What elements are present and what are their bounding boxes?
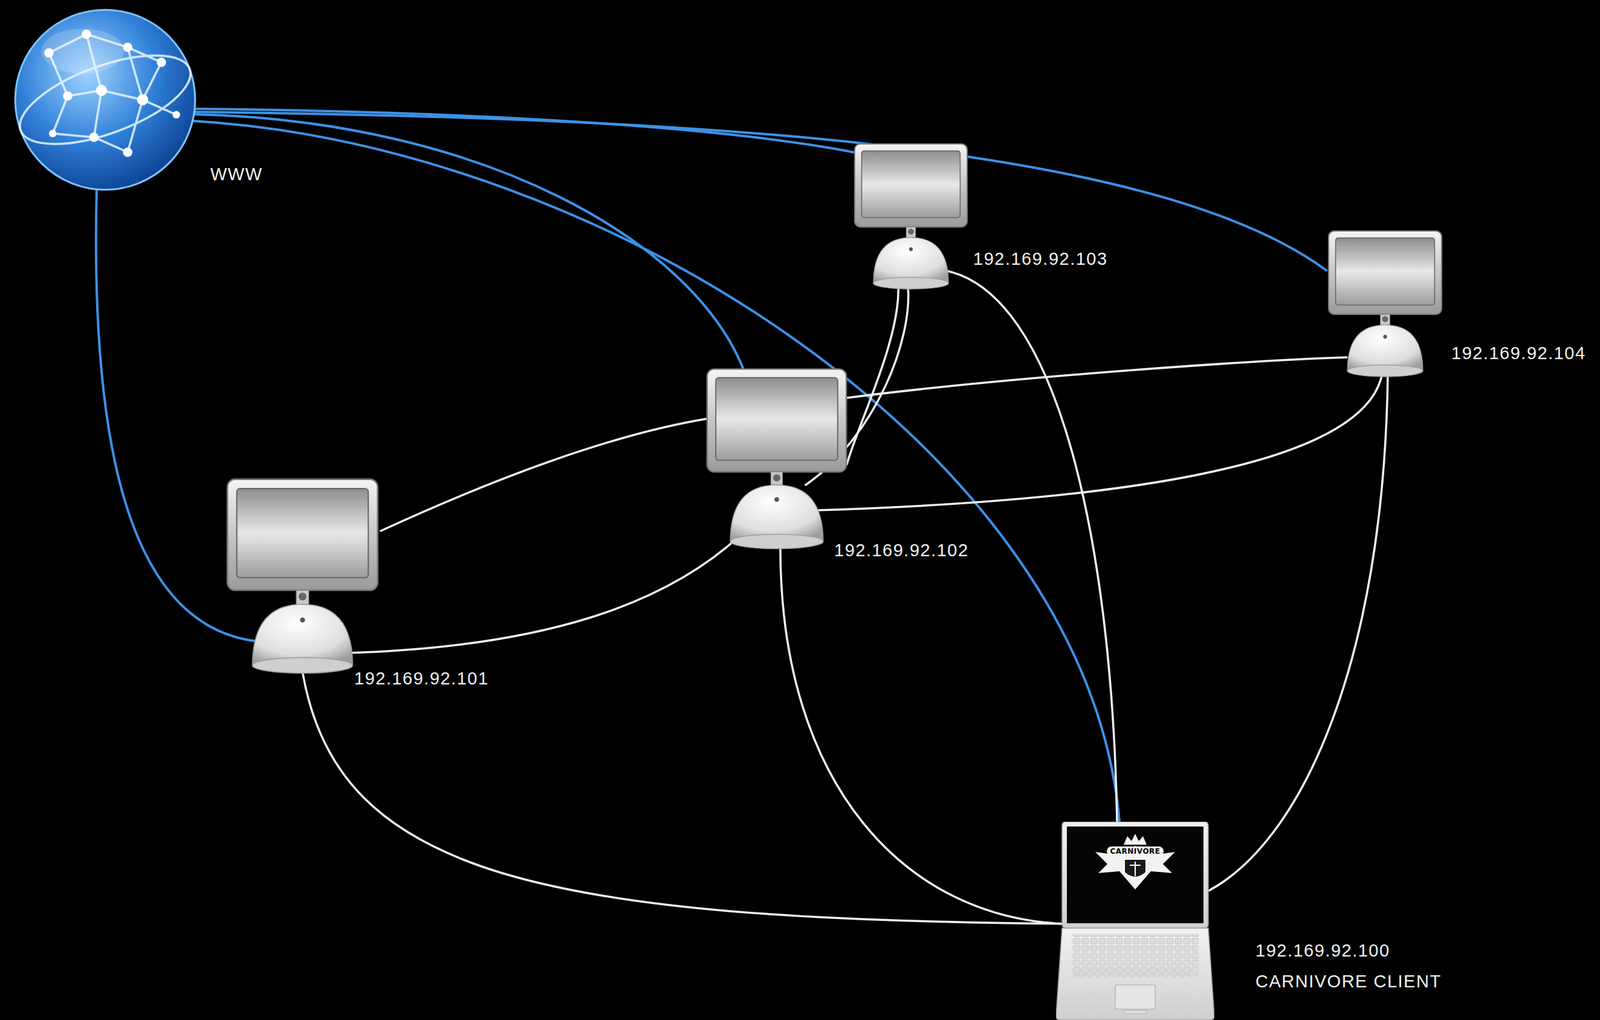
lan-link (846, 357, 1347, 398)
lan-link (302, 673, 1067, 924)
computer-icon (1326, 229, 1445, 378)
computer-icon (704, 367, 850, 551)
ip-label: 192.169.92.103 (970, 249, 1111, 269)
computer-node: 192.169.92.104 (1326, 229, 1445, 378)
lan-link (1204, 372, 1388, 893)
computer-icon (224, 477, 381, 675)
globe-icon (11, 6, 199, 194)
computer-node: 192.169.92.102 (704, 367, 850, 551)
lan-link (346, 535, 740, 653)
computer-node: 192.169.92.103 (852, 142, 970, 291)
node-label: WWW (207, 164, 266, 185)
ip-label: 192.169.92.101 (351, 668, 492, 689)
lan-link (780, 545, 1067, 924)
ip-label: 192.169.92.104 (1448, 343, 1589, 364)
ip-label: 192.169.92.102 (831, 540, 972, 561)
internet-link (194, 111, 1327, 271)
computer-icon (852, 142, 970, 291)
client-label: CARNIVORE CLIENT (1253, 971, 1445, 992)
logo-text: CARNIVORE (1106, 846, 1163, 856)
internet-link (194, 114, 745, 373)
lan-link (846, 285, 899, 465)
lan-link (380, 418, 710, 531)
ip-label: 192.169.92.100 (1253, 940, 1393, 961)
laptop-node: CARNIVORE192.169.92.100CARNIVORE CLIENT (1055, 821, 1215, 1020)
lan-link (816, 372, 1383, 511)
globe-node: WWW (11, 6, 199, 194)
computer-node: 192.169.92.101 (224, 477, 381, 675)
internet-link (192, 120, 1120, 822)
